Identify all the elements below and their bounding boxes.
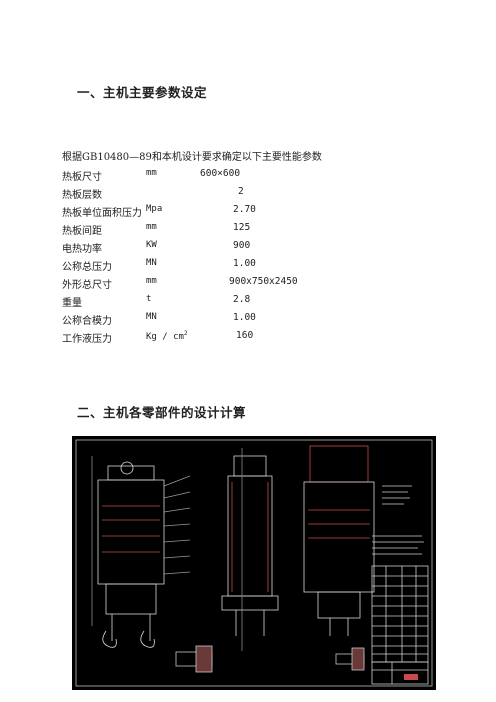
param-name: 热板间距 — [62, 226, 102, 237]
press-side-view — [221, 448, 279, 651]
param-unit: MN — [146, 258, 157, 268]
param-unit: mm — [146, 222, 157, 232]
unit-exponent: 2 — [183, 330, 188, 337]
param-value: 160 — [236, 330, 254, 341]
param-name: 电热功率 — [62, 244, 102, 255]
param-name: 热板尺寸 — [62, 172, 102, 183]
param-value: 2.8 — [233, 294, 251, 305]
param-value: 900 — [233, 240, 251, 251]
detail-view-right — [335, 647, 365, 671]
param-value: 1.00 — [233, 258, 256, 269]
unit-text: Kg / cm — [146, 332, 184, 342]
param-unit: Mpa — [146, 204, 163, 214]
param-name: 公称合模力 — [62, 316, 112, 327]
param-value: 2.70 — [233, 204, 256, 215]
param-name: 工作液压力 — [62, 334, 112, 345]
param-value: 900x750x2450 — [229, 276, 298, 287]
technical-notes — [372, 485, 424, 555]
section-title-design: 二、主机各零部件的设计计算 — [77, 405, 247, 420]
parts-list-table — [371, 565, 429, 663]
param-unit: t — [146, 294, 152, 304]
detail-view — [175, 645, 213, 673]
section-title-params: 一、主机主要参数设定 — [77, 85, 208, 100]
param-name: 热板单位面积压力 — [62, 208, 142, 219]
param-name: 外形总尺寸 — [62, 280, 112, 291]
drawing-frame — [75, 439, 433, 687]
press-section-view — [303, 445, 375, 636]
param-value: 125 — [233, 222, 251, 233]
param-name: 公称总压力 — [62, 262, 112, 273]
leader-lines-left — [163, 475, 191, 575]
cad-drawing-svg — [75, 439, 433, 687]
param-unit: Kg / cm2 — [146, 330, 188, 342]
param-value: 2 — [238, 186, 244, 197]
cad-drawing-image — [72, 436, 436, 690]
param-unit: mm — [146, 276, 157, 286]
intro-paragraph: 根据GB10480—89和本机设计要求确定以下主要性能参数 — [62, 152, 322, 163]
param-unit: mm — [146, 168, 157, 178]
title-block — [371, 661, 429, 685]
param-name: 重量 — [62, 298, 82, 309]
param-value: 600×600 — [200, 168, 241, 179]
param-unit: KW — [146, 240, 157, 250]
press-front-view — [91, 456, 165, 648]
param-unit: MN — [146, 312, 157, 322]
param-name: 热板层数 — [62, 190, 102, 201]
param-value: 1.00 — [233, 312, 256, 323]
